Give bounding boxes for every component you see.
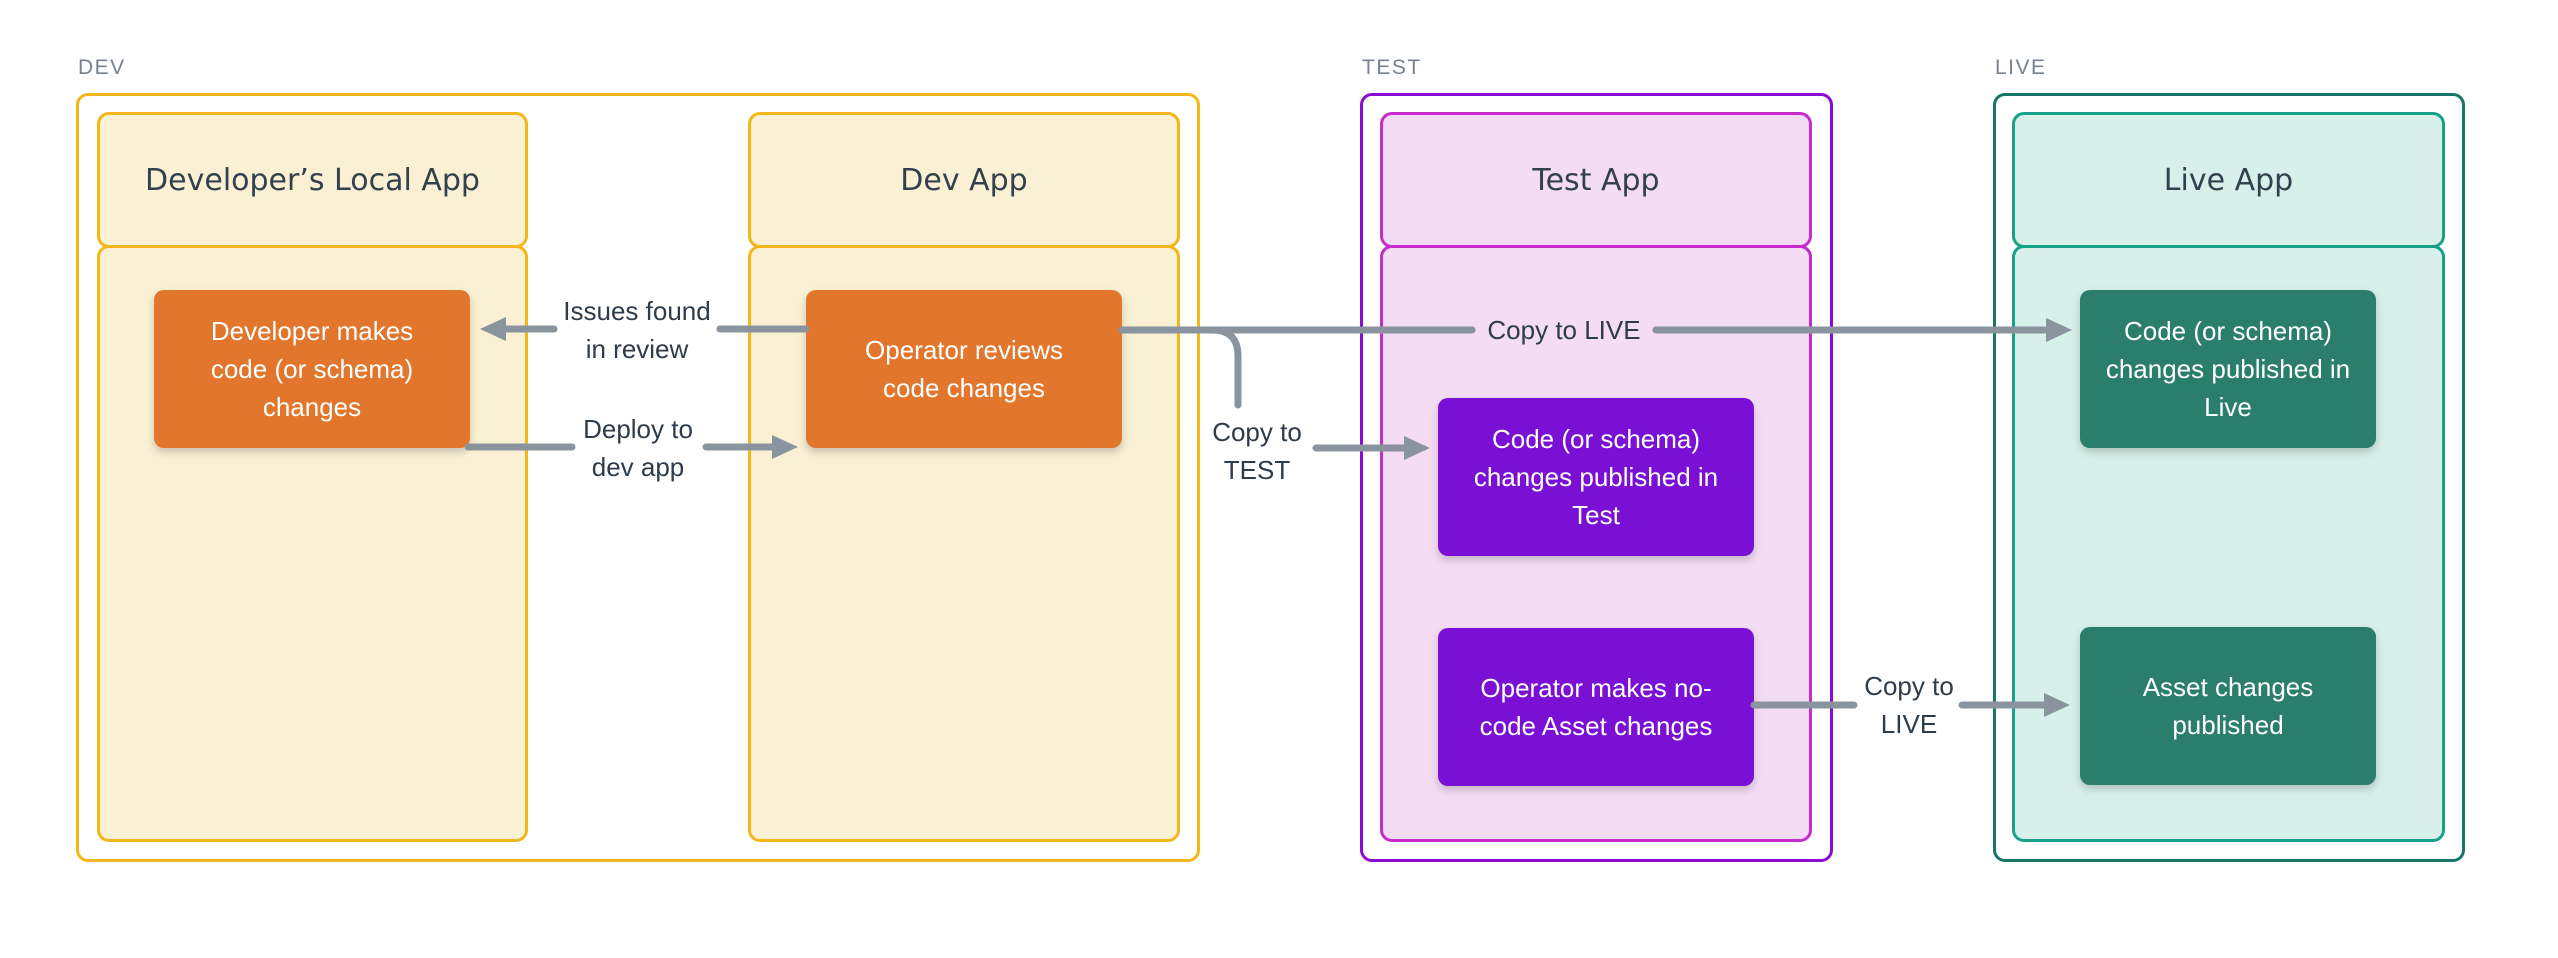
app-header-dev: Dev App	[748, 112, 1180, 248]
app-title-live: Live App	[2163, 162, 2294, 198]
app-title-test: Test App	[1532, 162, 1660, 198]
app-title-dev: Dev App	[900, 162, 1028, 198]
group-label-test: TEST	[1362, 56, 1422, 79]
edge-label-issues-found: Issues found in review	[563, 296, 711, 364]
node-operator-reviews-changes: Operator reviews code changes	[806, 290, 1122, 448]
edge-label-deploy-to-dev-app: Deploy to dev app	[583, 414, 693, 482]
app-header-local: Developer’s Local App	[97, 112, 528, 248]
node-code-published-test: Code (or schema) changes published in Te…	[1438, 398, 1754, 556]
node-asset-changes-published: Asset changes published	[2080, 627, 2376, 785]
edge-label-copy-to-live-code: Copy to LIVE	[1487, 315, 1641, 345]
group-label-dev: DEV	[78, 56, 126, 79]
edge-label-copy-to-test: Copy to TEST	[1212, 417, 1302, 485]
edge-label-copy-to-live-assets: Copy to LIVE	[1864, 671, 1954, 739]
node-developer-makes-changes: Developer makes code (or schema) changes	[154, 290, 470, 448]
group-label-live: LIVE	[1995, 56, 2047, 79]
app-header-live: Live App	[2012, 112, 2445, 248]
node-code-published-live: Code (or schema) changes published in Li…	[2080, 290, 2376, 448]
app-title-local: Developer’s Local App	[145, 162, 480, 198]
node-operator-asset-changes: Operator makes no- code Asset changes	[1438, 628, 1754, 786]
app-header-test: Test App	[1380, 112, 1812, 248]
